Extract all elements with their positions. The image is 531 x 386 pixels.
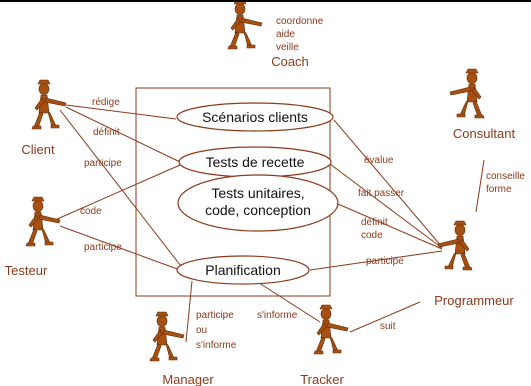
- edge-label-suit: suit: [380, 321, 396, 332]
- coach-role-coordonne: coordonne: [276, 16, 324, 27]
- edge-label-redige: rédige: [92, 97, 120, 108]
- coach-role-veille: veille: [276, 42, 299, 53]
- line-testeur-planif: [59, 225, 181, 271]
- edge-label-manager-ou: ou: [196, 325, 207, 336]
- line-manager-planif: [185, 280, 193, 343]
- line-tracker-planif: [255, 280, 321, 323]
- actor-coach: Coach: [271, 54, 309, 69]
- usecase-unitaires-label-2: code, conception: [205, 202, 311, 218]
- actor-testeur: Testeur: [5, 263, 48, 278]
- tracker-figure-icon: [313, 304, 349, 355]
- line-prog-recette: [329, 163, 443, 249]
- edge-label-code-testeur: code: [80, 206, 102, 217]
- manager-figure-icon: [149, 311, 185, 362]
- client-figure-icon: [31, 79, 67, 130]
- line-testeur-recette: [54, 164, 181, 221]
- edge-label-participe-client: participe: [84, 158, 122, 169]
- testeur-figure-icon: [25, 196, 61, 247]
- edge-label-sinforme: s'informe: [257, 310, 298, 321]
- edge-label-manager-sinforme: s'informe: [196, 340, 237, 351]
- line-tracker-prog: [349, 301, 421, 333]
- actor-tracker: Tracker: [300, 372, 344, 386]
- line-consultant-prog: [475, 159, 485, 213]
- programmeur-figure-icon: [437, 220, 473, 271]
- edge-label-fait-passer: fait passer: [358, 188, 405, 199]
- line-client-scenarios: [65, 104, 177, 120]
- edge-label-code-prog: code: [361, 230, 383, 241]
- actor-manager: Manager: [162, 372, 214, 386]
- usecase-scenarios-label: Scénarios clients: [202, 109, 308, 125]
- line-prog-scenarios: [333, 119, 443, 248]
- edge-label-conseille: conseille: [486, 171, 525, 182]
- line-client-recette: [65, 106, 181, 163]
- edge-label-manager-participe: participe: [196, 310, 234, 321]
- usecase-unitaires-label-1: Tests unitaires,: [211, 185, 304, 201]
- edge-label-participe-testeur: participe: [84, 242, 122, 253]
- usecase-planification-label: Planification: [205, 262, 281, 278]
- coach-figure-icon: [227, 2, 263, 50]
- edge-label-evalue: évalue: [364, 155, 394, 166]
- actor-client: Client: [21, 142, 55, 157]
- consultant-figure-icon: [449, 68, 485, 119]
- usecase-planification: [176, 255, 310, 285]
- line-prog-planif: [309, 250, 443, 271]
- associations: [54, 104, 485, 343]
- edge-label-definit-client: définit: [93, 127, 120, 138]
- usecase-recette-label: Tests de recette: [206, 154, 305, 170]
- coach-role-aide: aide: [276, 29, 295, 40]
- usecase-scenarios: [176, 102, 334, 132]
- edge-label-forme: forme: [486, 184, 512, 195]
- edge-label-definit-prog: définit: [361, 217, 388, 228]
- usecase-unitaires: [177, 174, 339, 232]
- edge-label-participe-prog: participe: [366, 256, 404, 267]
- actor-consultant: Consultant: [453, 126, 516, 141]
- line-prog-unitaires: [337, 203, 443, 250]
- actor-programmeur: Programmeur: [434, 293, 514, 308]
